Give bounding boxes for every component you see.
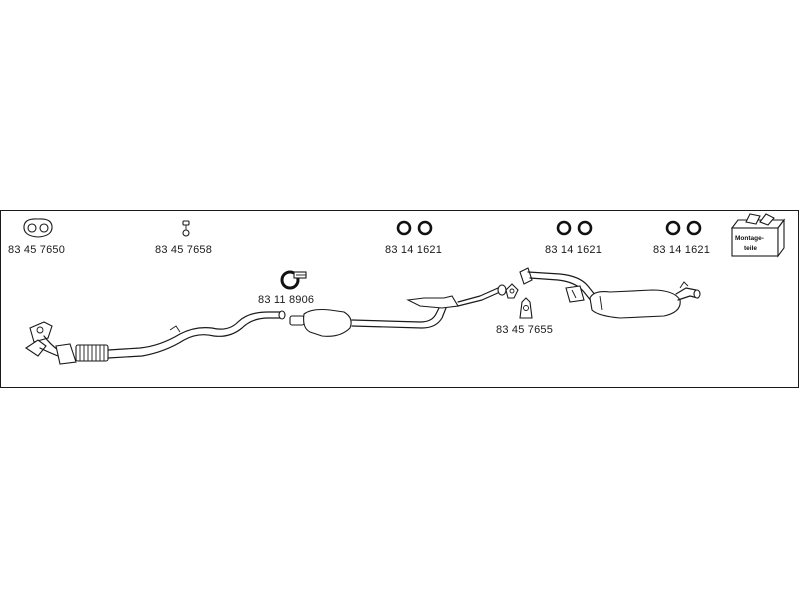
front-pipe (25, 310, 286, 365)
clamp-icon (280, 270, 307, 290)
mounting-kit-label-2: teile (744, 245, 757, 252)
o-rings-icon-3 (665, 220, 702, 236)
part-number-orings-2: 83 14 1621 (545, 244, 603, 256)
part-number-clamp: 83 11 8906 (258, 294, 315, 306)
diagram-frame (0, 210, 799, 388)
mounting-kit-label-1: Montage- (735, 235, 764, 242)
flex-joint-icon (79, 345, 105, 361)
center-muffler (289, 284, 507, 337)
part-number-orings-1: 83 14 1621 (385, 244, 443, 256)
part-number-gasket: 83 45 7650 (8, 244, 66, 256)
part-number-bracket: 83 45 7655 (496, 324, 554, 336)
part-number-hanger: 83 45 7658 (155, 244, 213, 256)
flange-icon (505, 283, 519, 299)
hanger-icon (182, 220, 190, 237)
mounting-kit-icon: Montage- teile (730, 213, 786, 258)
part-number-orings-3: 83 14 1621 (653, 244, 711, 256)
o-rings-icon-2 (556, 220, 593, 236)
bracket-icon (519, 297, 533, 319)
rear-muffler (519, 267, 701, 319)
o-rings-icon-1 (396, 220, 433, 236)
gasket-icon (23, 218, 53, 238)
